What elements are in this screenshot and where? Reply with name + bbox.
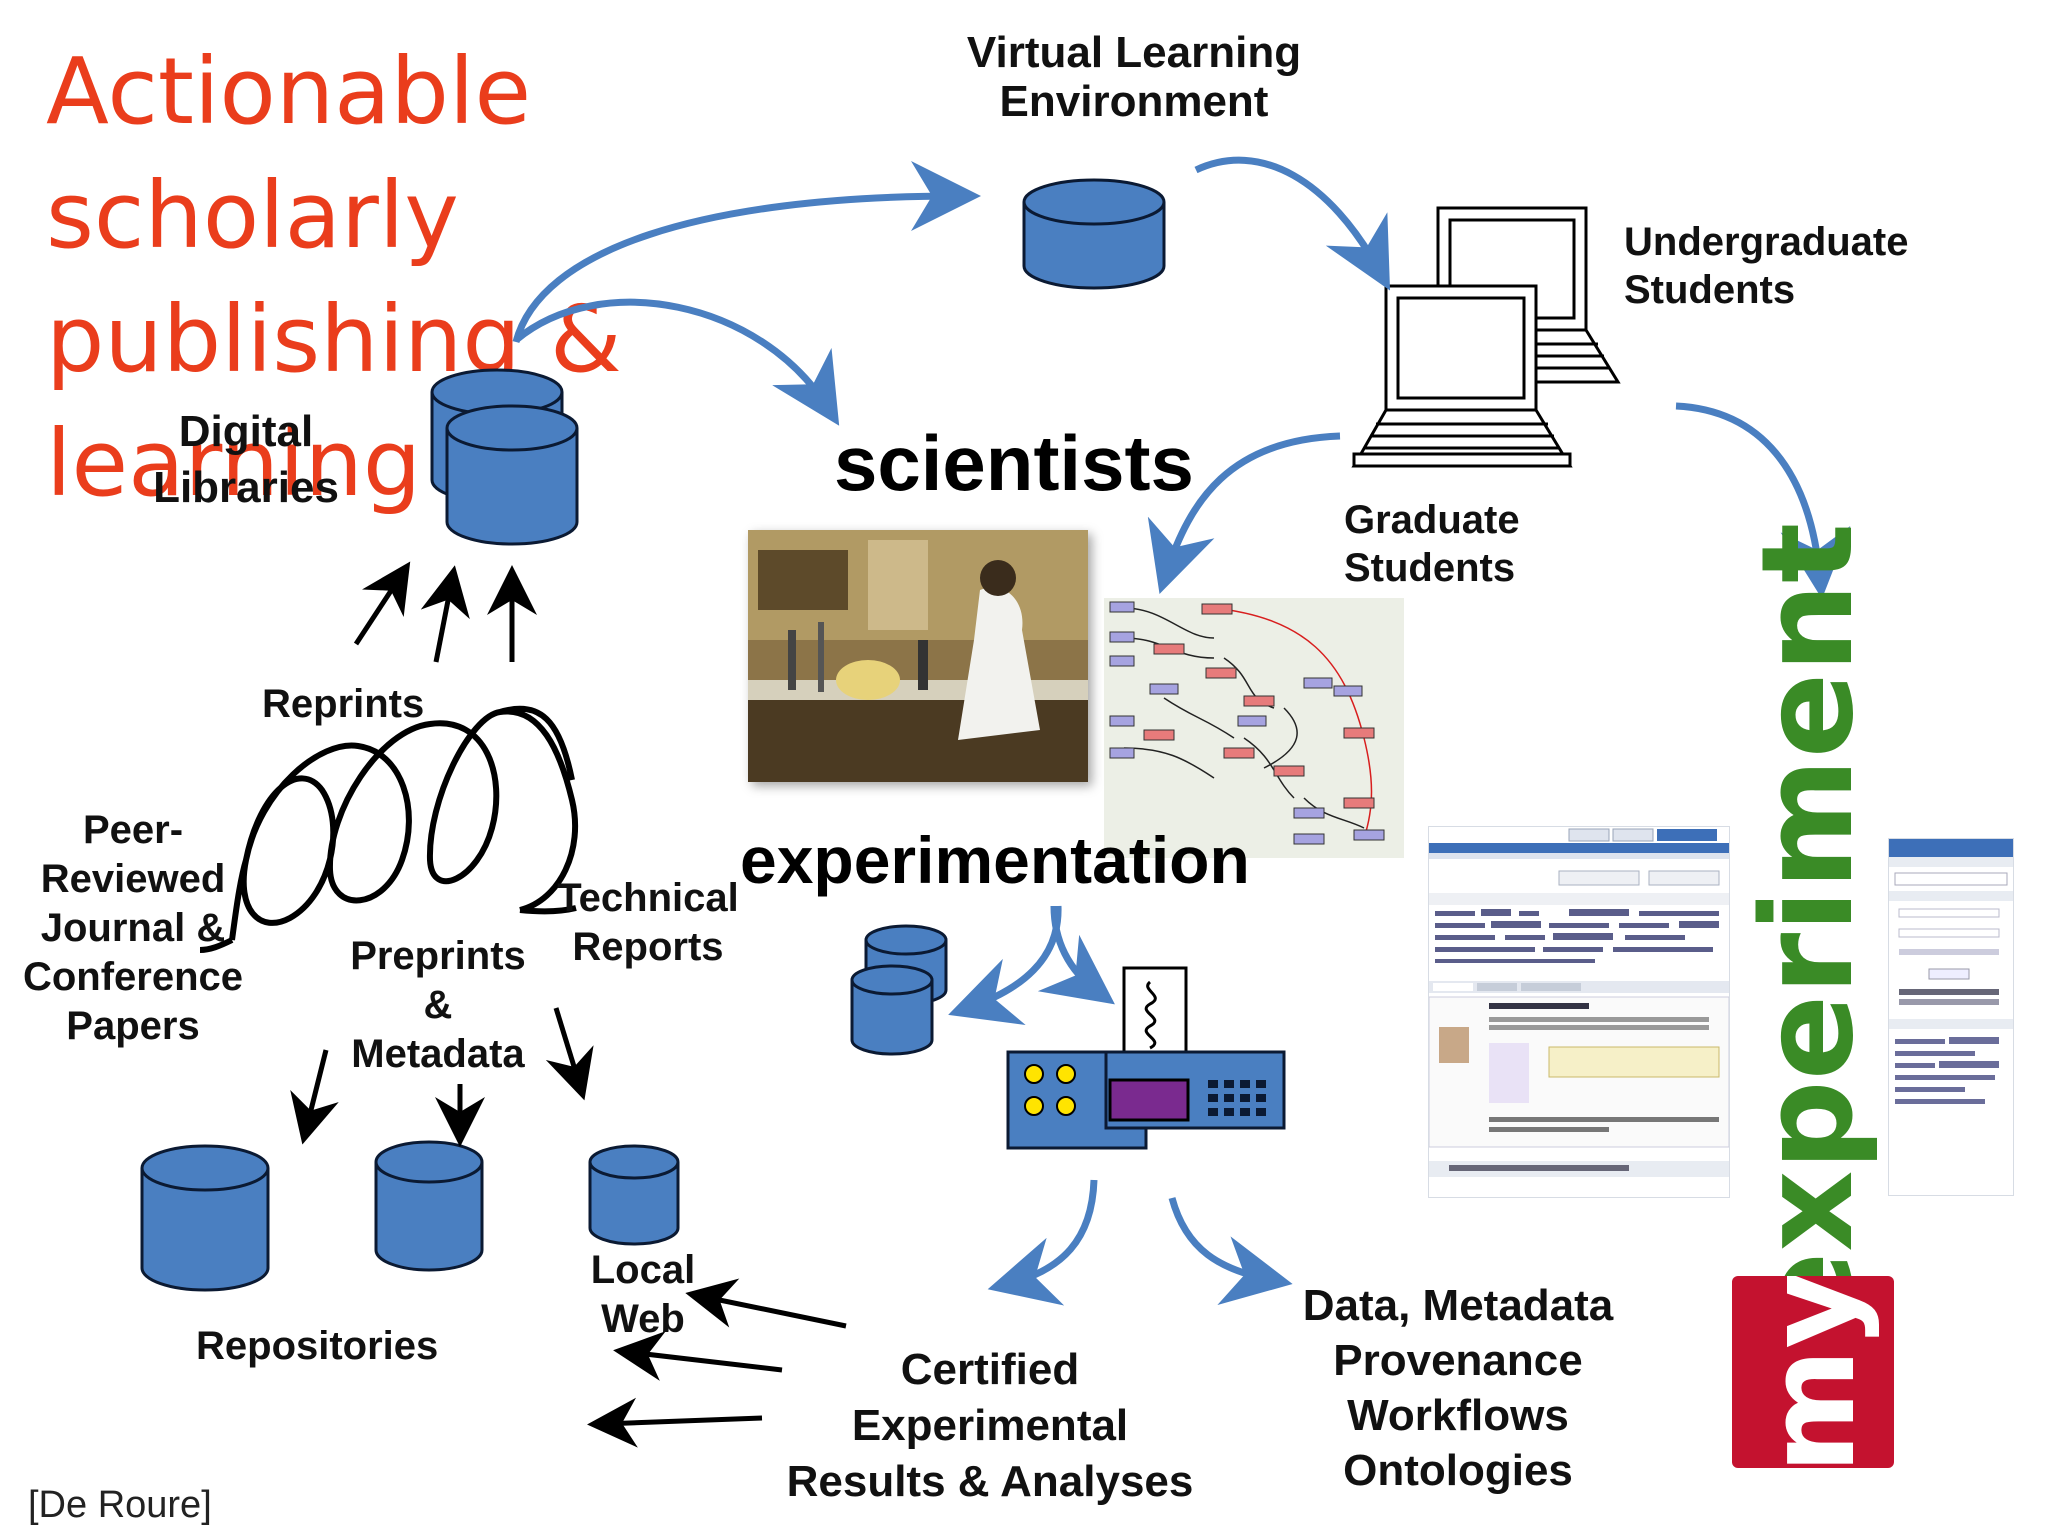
localweb-label-line-1: Local [590,1248,696,1292]
peer-label-line-3: Journal & [40,906,226,950]
peer-reviewed-label: Peer- Reviewed Journal & Conference Pape… [18,806,248,1051]
data-label-line-4: Ontologies [1343,1446,1573,1495]
data-provenance-label: Data, Metadata Provenance Workflows Onto… [1280,1278,1636,1498]
title-line-3: learning [46,410,422,517]
black-arrows [290,561,847,1448]
undergrad-label-line-1: Undergraduate [1624,220,1909,264]
laptop-icon [1351,284,1573,468]
experimentation-label: experimentation [740,823,1250,897]
blue-flow-arrows [512,156,1851,1306]
peer-label-line-2: Reviewed [40,857,226,901]
tech-label-line-2: Reports [572,925,724,969]
undergraduate-students-label: Undergraduate Students [1624,218,1909,314]
preprints-label-line-2: & [423,983,453,1027]
publication-spring-icon [229,705,579,941]
repository-database-icon [374,1140,484,1272]
repositories-label: Repositories [196,1324,439,1368]
myexperiment-wordmark-my: my [1743,1276,1882,1468]
lab-photo-image [748,530,1088,782]
myexperiment-sidebar-screenshot [1888,838,2014,1196]
localweb-label-line-2: Web [601,1297,685,1341]
preprints-label-line-1: Preprints [350,934,526,978]
myexperiment-wordmark-experiment: experiment [1734,522,1881,1338]
tech-label-line-1: Technical [557,876,739,920]
slide-title: Actionable scholarly publishing & learni… [46,30,946,526]
citation-credit: [De Roure] [28,1484,212,1526]
peer-label-line-1: Peer- [82,808,184,852]
digital-libraries-database-icon [430,368,579,546]
lab-instrument-icon [1006,966,1286,1150]
repository-database-icon [140,1144,270,1292]
vle-label-line-2: Environment [999,77,1269,126]
myexperiment-screenshot [1428,826,1730,1198]
title-line-1: Actionable scholarly [46,38,532,269]
workflow-graph [1109,601,1385,845]
grad-label-line-2: Students [1344,546,1516,590]
certified-label-line-3: Results & Analyses [786,1457,1194,1506]
scientists-label: scientists [834,419,1194,507]
peer-label-line-4: Conference [22,955,244,999]
vle-database-icon [1022,178,1166,290]
experiment-data-database-icon [850,924,948,1056]
peer-label-line-5: Papers [66,1004,200,1048]
local-web-database-icon [588,1144,680,1246]
workflow-diagram-image [1104,598,1404,858]
certified-results-label: Certified Experimental Results & Analyse… [770,1342,1210,1510]
preprints-label-line-3: Metadata [351,1032,525,1076]
preprints-metadata-label: Preprints & Metadata [338,932,538,1079]
digital-label-line-2: Libraries [153,463,339,512]
digital-label-line-1: Digital [178,407,314,456]
technical-reports-label: Technical Reports [548,874,748,972]
graduate-students-label: Graduate Students [1344,496,1520,592]
undergrad-label-line-2: Students [1624,268,1796,312]
reprints-label: Reprints [262,682,425,726]
data-label-line-1: Data, Metadata [1302,1281,1614,1330]
digital-libraries-label: Digital Libraries [126,404,366,516]
local-web-label: Local Web [578,1246,708,1344]
grad-label-line-1: Graduate [1344,498,1520,542]
scientist-lab-photo [748,530,1088,782]
vle-label-line-1: Virtual Learning [966,28,1302,77]
myexperiment-sidebar-thumbnail [1889,839,2013,1104]
myexperiment-logo-my: my [1732,1276,1894,1468]
myexperiment-page-thumbnail [1429,827,1729,1177]
vle-label: Virtual Learning Environment [948,28,1320,126]
data-label-line-2: Provenance [1333,1336,1583,1385]
certified-label-line-1: Certified [900,1345,1080,1394]
certified-label-line-2: Experimental [851,1401,1129,1450]
data-label-line-3: Workflows [1347,1391,1569,1440]
